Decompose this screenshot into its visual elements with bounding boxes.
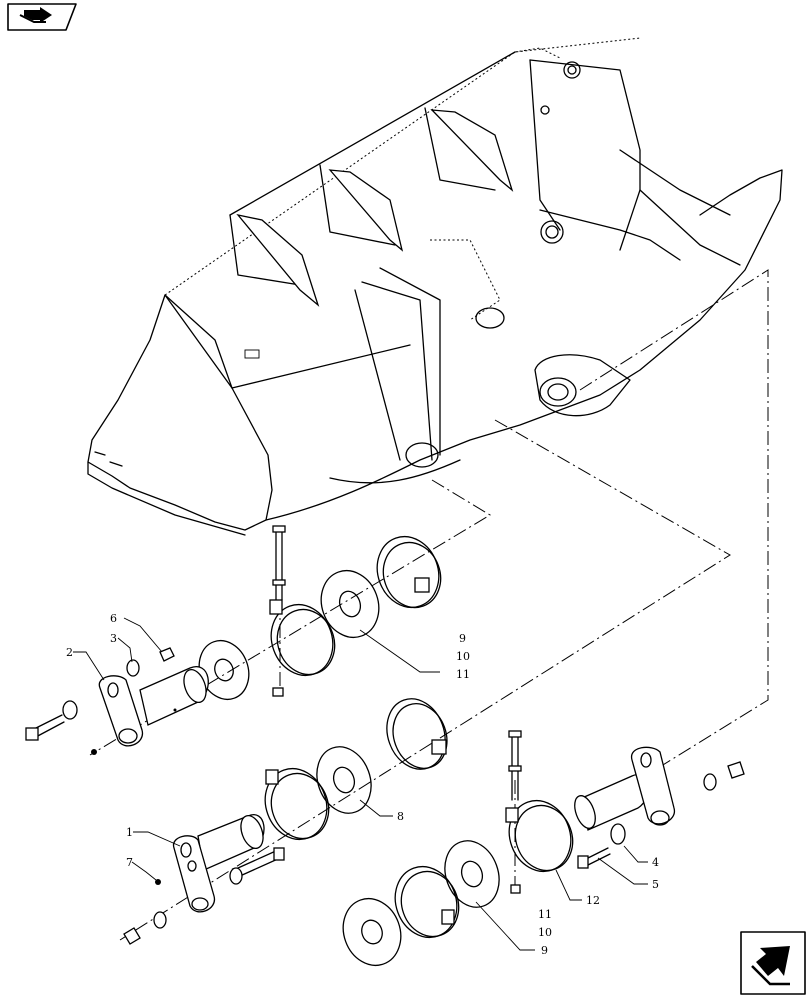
callout-4: 4: [652, 856, 659, 869]
callout-10-lower: 10: [538, 926, 552, 939]
upper-pin-group: [25, 525, 442, 755]
callout-7: 7: [126, 856, 133, 869]
callout-1: 1: [126, 826, 133, 839]
lower-left-pin-group: [123, 698, 448, 945]
callout-6: 6: [110, 612, 117, 625]
leader-lines: [73, 617, 648, 951]
callout-12: 12: [586, 894, 600, 907]
bucket-assembly: [87, 37, 783, 536]
callout-9-upper: 9: [459, 632, 466, 645]
callout-2: 2: [66, 646, 73, 659]
callout-5: 5: [652, 878, 659, 891]
callout-10-upper: 10: [456, 650, 470, 663]
callout-3: 3: [110, 632, 117, 645]
callout-labels: 1 2 3 4 5 6 7 8 9 10 11 11 10 9 12: [66, 612, 659, 957]
book-arrow-icon[interactable]: [7, 3, 77, 31]
callout-11-upper: 11: [456, 668, 470, 681]
callout-8: 8: [397, 810, 404, 823]
callout-11-lower: 11: [538, 908, 552, 921]
center-lines: [89, 269, 769, 941]
callout-9-lower: 9: [541, 944, 548, 957]
lower-right-pin-group: [342, 730, 745, 967]
return-arrow-icon[interactable]: [740, 931, 806, 995]
